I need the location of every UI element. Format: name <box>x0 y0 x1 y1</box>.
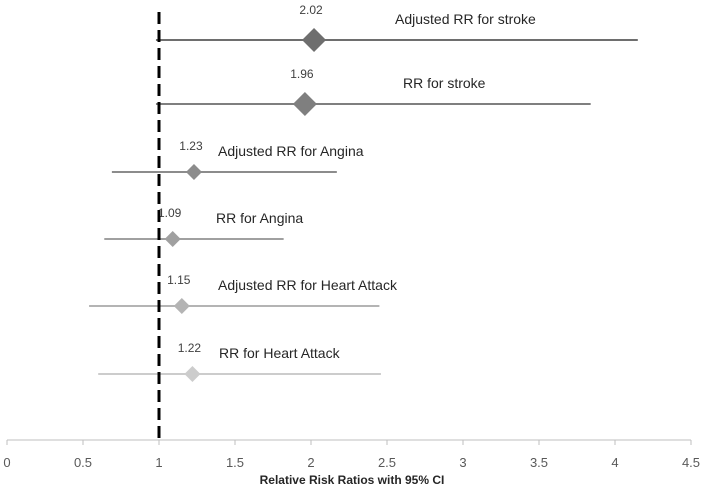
forest-row: 1.96 RR for stroke <box>155 67 591 116</box>
point-estimate-marker <box>173 298 190 314</box>
x-tick-label: 1 <box>155 455 162 470</box>
point-estimate-marker <box>185 164 202 180</box>
forest-row: 1.09 RR for Angina <box>104 206 303 247</box>
x-tick-label: 1.5 <box>226 455 244 470</box>
value-label: 1.23 <box>179 139 203 153</box>
value-label: 1.09 <box>158 206 182 220</box>
series-label: RR for Heart Attack <box>219 345 341 361</box>
x-tick-label: 0.5 <box>74 455 92 470</box>
x-tick-label: 0 <box>3 455 10 470</box>
series-label: Adjusted RR for Angina <box>218 143 364 159</box>
series-label: Adjusted RR for Heart Attack <box>218 277 398 293</box>
x-tick-label: 4.5 <box>682 455 700 470</box>
forest-row: 1.22 RR for Heart Attack <box>98 341 381 382</box>
series-label: RR for stroke <box>403 75 486 91</box>
x-axis-title: Relative Risk Ratios with 95% CI <box>260 473 445 487</box>
point-estimate-marker <box>292 92 317 116</box>
x-tick-label: 3.5 <box>530 455 548 470</box>
x-axis-ticks: 0 0.5 1 1.5 2 2.5 3 3.5 4 4.5 <box>3 440 700 470</box>
value-label: 1.15 <box>167 273 191 287</box>
series-label: Adjusted RR for stroke <box>395 11 536 27</box>
value-label: 1.22 <box>178 341 202 355</box>
forest-row: 1.23 Adjusted RR for Angina <box>111 139 364 180</box>
x-tick-label: 2 <box>307 455 314 470</box>
point-estimate-marker <box>164 231 181 247</box>
x-tick-label: 3 <box>459 455 466 470</box>
point-estimate-marker <box>184 366 201 382</box>
series-label: RR for Angina <box>216 210 303 226</box>
x-tick-label: 2.5 <box>378 455 396 470</box>
value-label: 1.96 <box>290 67 314 81</box>
value-label: 2.02 <box>299 3 323 17</box>
point-estimate-marker <box>302 28 327 52</box>
x-tick-label: 4 <box>611 455 618 470</box>
forest-row: 1.15 Adjusted RR for Heart Attack <box>89 273 398 314</box>
